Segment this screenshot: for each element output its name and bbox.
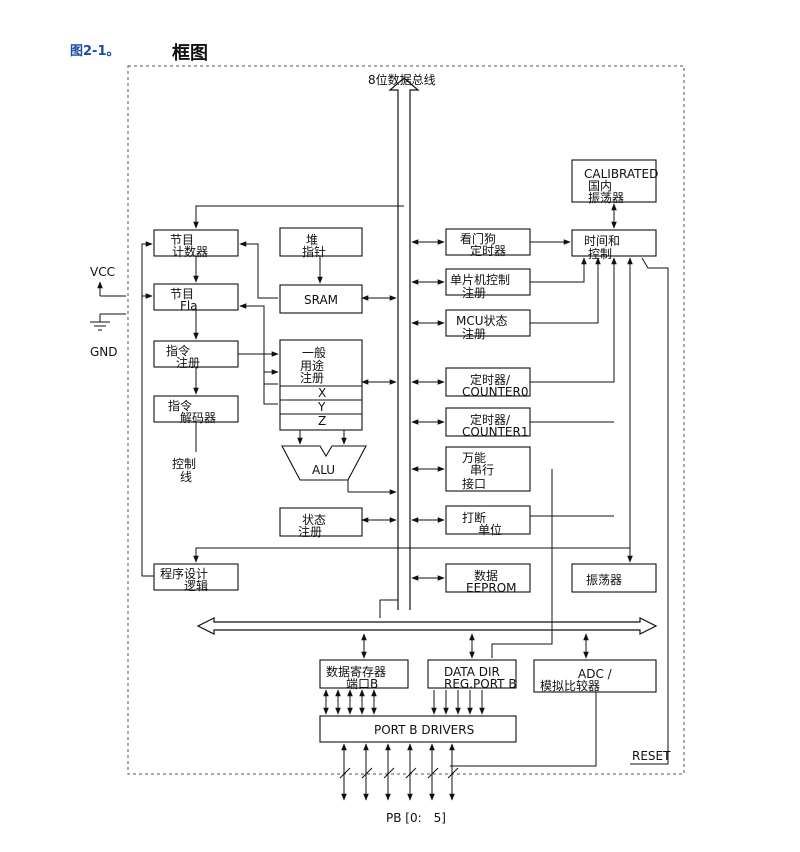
port-drivers-label: PORT B DRIVERS [374, 723, 474, 737]
figure-title: 框图 [172, 43, 208, 64]
register-y: Y [317, 400, 326, 414]
calibrated-osc-line2: 国内 [588, 179, 612, 193]
program-counter-block: 节目 计数器 [153, 229, 239, 259]
timer-counter1-block: 定时器/ COUNTER1 [445, 407, 531, 439]
timer-counter1-line2: COUNTER1 [462, 425, 528, 439]
gp-registers-line2: 用途 [300, 358, 324, 373]
program-logic-line1: 程序设计 [160, 566, 208, 581]
status-register-line2: 注册 [298, 524, 322, 539]
pb-pins [339, 743, 459, 801]
ground-icon [90, 313, 126, 331]
timing-control-line2: 控制 [588, 247, 612, 261]
data-bus-label: 8位数据总线 [368, 72, 436, 87]
watchdog-line2: 定时器 [470, 243, 506, 258]
mcu-control-line1: 单片机控制 [450, 273, 510, 287]
vcc-arrow-icon [97, 281, 126, 297]
gp-registers-line3: 注册 [300, 370, 324, 385]
adc-block: ADC / 模拟比较器 [533, 659, 657, 693]
data-register-block: 数据寄存器 端口B [319, 659, 409, 691]
data-bus-horizontal [196, 617, 658, 635]
gp-registers-line1: 一般 [302, 345, 326, 360]
data-register-line1: 数据寄存器 [326, 664, 386, 679]
interrupt-line1: 打断 [462, 510, 486, 525]
oscillators-block: 振荡器 [571, 563, 657, 593]
mcu-control-line2: 注册 [462, 285, 486, 300]
gp-registers-block: 一般 用途 注册 X Y Z [279, 339, 363, 431]
eeprom-block: 数据 EEPROM [445, 563, 531, 595]
reg-to-driver-arrows [323, 689, 597, 767]
port-drivers-block: PORT B DRIVERS [319, 715, 517, 743]
interrupt-line2: 单位 [478, 522, 502, 537]
mcu-status-line1: MCU状态 [456, 314, 508, 328]
mcu-status-line2: 注册 [462, 326, 486, 341]
mcu-status-block: MCU状态 注册 [445, 309, 531, 341]
usi-line1: 万能 [462, 451, 486, 465]
calibrated-osc-block: CALIBRATED 国内 振荡器 [571, 159, 658, 205]
timer-counter0-line1: 定时器/ [470, 372, 511, 387]
stack-pointer-block: 堆 指针 [279, 227, 363, 259]
eeprom-line1: 数据 [474, 568, 498, 583]
program-flash-line1: 节目 [170, 287, 194, 301]
data-register-line2: 端口B [346, 677, 378, 691]
stack-pointer-line2: 指针 [302, 244, 326, 259]
status-register-block: 状态 注册 [279, 507, 363, 539]
timing-control-line1: 时间和 [584, 234, 620, 248]
instruction-decoder-line1: 指令 [168, 398, 192, 413]
alu-block: ALU [281, 445, 367, 481]
sram-label: SRAM [304, 293, 338, 307]
usi-block: 万能 串行 接口 [445, 446, 531, 492]
adc-line2: 模拟比较器 [540, 678, 600, 693]
instruction-register-line1: 指令 [166, 343, 190, 358]
control-lines-line1: 控制 [172, 457, 196, 471]
program-logic-block: 程序设计 逻辑 [153, 563, 239, 593]
stack-pointer-line1: 堆 [306, 233, 318, 247]
register-x: X [318, 386, 326, 400]
control-lines-line2: 线 [180, 470, 192, 484]
program-flash-block: 节目 Fla [153, 283, 239, 313]
eeprom-line2: EEPROM [466, 581, 517, 595]
vcc-label: VCC [90, 265, 115, 279]
instruction-register-line2: 注册 [176, 355, 200, 370]
usi-line3: 接口 [462, 476, 486, 491]
instruction-register-block: 指令 注册 [153, 340, 239, 370]
data-dir-line1: DATA DIR [444, 665, 500, 679]
data-dir-line2: REG.PORT B [444, 677, 517, 691]
data-dir-block: DATA DIR REG.PORT B [427, 659, 517, 691]
reset-label: RESET [632, 749, 671, 763]
instruction-decoder-line2: 解码器 [180, 411, 216, 425]
calibrated-osc-line1: CALIBRATED [584, 167, 658, 181]
timer-counter1-line1: 定时器/ [470, 412, 511, 427]
sram-block: SRAM [279, 284, 363, 314]
adc-line1: ADC / [578, 667, 613, 681]
figure-label: 图2-1。 [70, 44, 120, 59]
calibrated-osc-line3: 振荡器 [588, 191, 624, 205]
timer-counter0-block: 定时器/ COUNTER0 [445, 367, 531, 399]
alu-label: ALU [312, 463, 335, 477]
program-counter-line1: 节目 [170, 233, 194, 247]
program-logic-line2: 逻辑 [184, 579, 208, 593]
chip-boundary [127, 65, 685, 775]
mcu-control-block: 单片机控制 注册 [445, 268, 531, 300]
watchdog-line1: 看门狗 [460, 231, 496, 246]
gnd-label: GND [90, 345, 118, 359]
watchdog-block: 看门狗 定时器 [445, 228, 531, 258]
instruction-decoder-block: 指令 解码器 [153, 395, 239, 425]
program-flash-line2: Fla [180, 299, 198, 313]
timer-counter0-line2: COUNTER0 [462, 385, 528, 399]
status-register-line1: 状态 [302, 513, 326, 527]
register-z: Z [318, 414, 326, 428]
interrupt-block: 打断 单位 [445, 505, 531, 537]
pb-label: PB [0: 5] [386, 811, 446, 825]
timing-control-block: 时间和 控制 [571, 229, 657, 261]
oscillators-label: 振荡器 [586, 573, 622, 587]
program-counter-line2: 计数器 [172, 244, 208, 259]
usi-line2: 串行 [470, 463, 494, 477]
data-bus-vertical [388, 77, 420, 610]
